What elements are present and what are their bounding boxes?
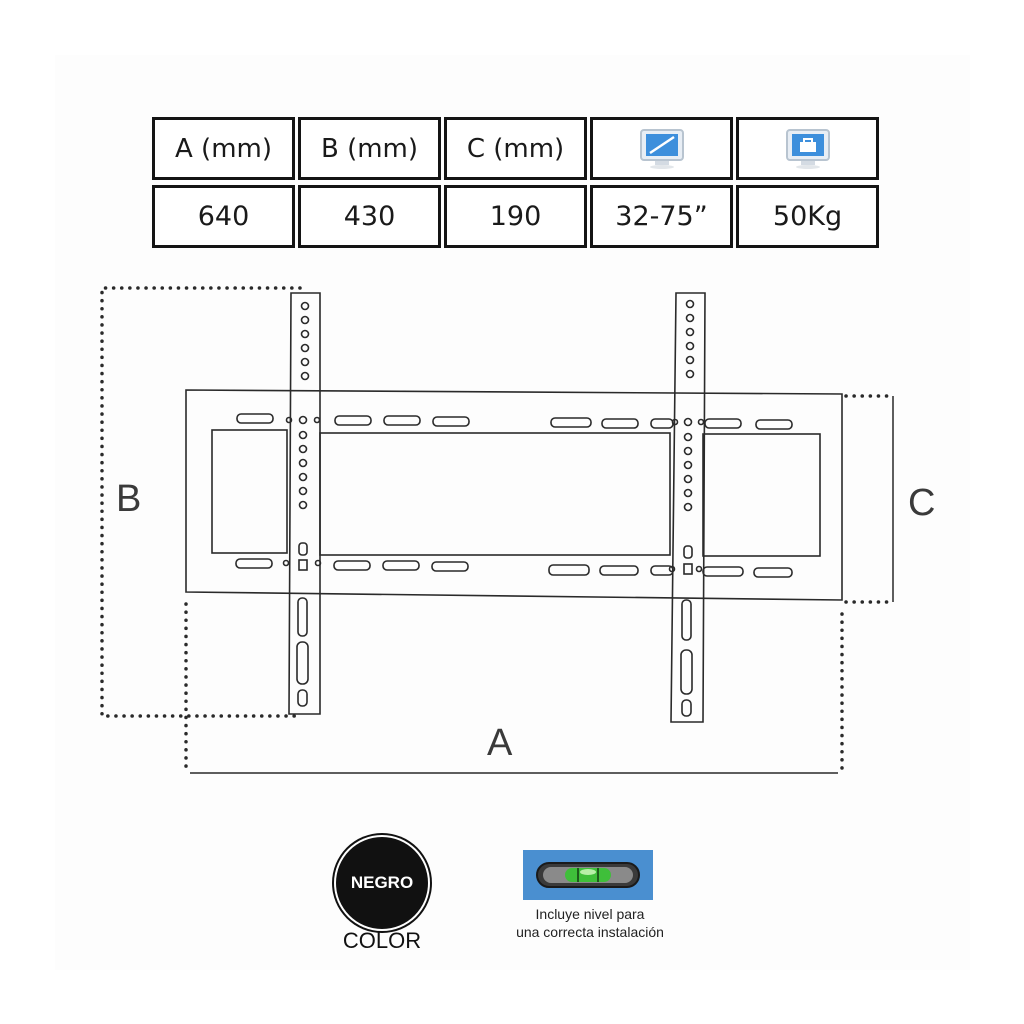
value-max-weight: 50Kg [736,185,879,248]
header-c: C (mm) [444,117,587,180]
frame-outline [185,389,843,601]
value-screen-size: 32-75” [590,185,733,248]
b-dimension-guide [100,286,302,718]
level-caption: Incluye nivel para una correcta instalac… [480,905,700,941]
frame-window-left [211,429,288,554]
value-a: 640 [152,185,295,248]
screen-size-icon [639,128,684,169]
bubble-level-icon [536,862,640,888]
frame-window-center [319,432,671,556]
bubble-level-panel [523,850,653,900]
value-c: 190 [444,185,587,248]
left-arm [288,292,321,715]
right-arm [670,292,706,723]
color-badge: NEGRO [336,837,428,929]
header-weight [736,117,879,180]
weight-capacity-icon [785,128,830,169]
dimension-label-b: B [116,478,142,520]
frame-window-right [702,433,821,557]
level-caption-line-1: Incluye nivel para [535,906,645,922]
color-badge-label: NEGRO [350,873,414,892]
color-caption: COLOR [342,928,422,953]
header-b: B (mm) [298,117,441,180]
header-screen-size [590,117,733,180]
dimension-label-c: C [908,482,936,524]
value-b: 430 [298,185,441,248]
header-a: A (mm) [152,117,295,180]
spec-table: A (mm) B (mm) C (mm) 640 430 190 32-75” … [152,117,879,248]
c-dimension-guide [844,394,892,604]
level-caption-line-2: una correcta instalación [516,924,664,940]
dimension-label-a: A [487,722,513,764]
